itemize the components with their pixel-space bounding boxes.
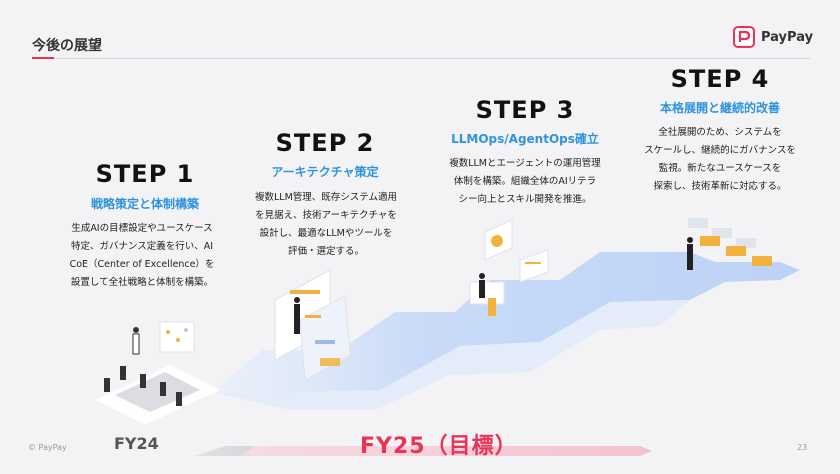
step2-subtitle: アーキテクチャ策定 <box>271 165 379 179</box>
analyst-illustration <box>469 219 549 316</box>
fy24-label: FY24 <box>114 434 159 453</box>
page-title: 今後の展望 <box>32 38 102 54</box>
brand-logo: PayPay <box>733 25 813 49</box>
step2-title: STEP 2 <box>275 129 375 157</box>
step4-title: STEP 4 <box>670 65 770 93</box>
fy25-label: FY25（目標） <box>360 434 518 459</box>
page-number: 23 <box>797 443 808 452</box>
step4-description: 全社展開のため、システムを スケールし、継続的にガバナンスを 監視。新たなユース… <box>644 127 796 192</box>
meeting-room-illustration <box>95 321 220 425</box>
step1-subtitle: 戦略策定と体制構築 <box>90 197 199 211</box>
step1-title: STEP 1 <box>95 160 195 188</box>
staircase-arrow <box>212 252 800 394</box>
step4-subtitle: 本格展開と継続的改善 <box>659 101 780 115</box>
step2-description: 複数LLM管理、既存システム適用 を見据え、技術アーキテクチャを 設計し、最適な… <box>255 192 397 257</box>
architecture-board-illustration <box>274 269 351 381</box>
step3-title: STEP 3 <box>475 96 575 124</box>
step3-description: 複数LLMとエージェントの運用管理 体制を構築。組織全体のAIリテラ シー向上と… <box>449 158 601 205</box>
paypay-logo-icon <box>733 26 755 48</box>
footer-copyright: © PayPay <box>28 443 67 452</box>
brand-name: PayPay <box>761 29 814 45</box>
title-rule <box>54 58 810 59</box>
fy25-bar <box>240 446 652 456</box>
title-underline <box>32 57 54 59</box>
network-scale-illustration <box>687 218 772 270</box>
step1-description: 生成AIの目標設定やユースケース 特定、ガバナンス定義を行い、AI CoE（Ce… <box>69 223 215 288</box>
step3-subtitle: LLMOps/AgentOps確立 <box>451 132 599 146</box>
